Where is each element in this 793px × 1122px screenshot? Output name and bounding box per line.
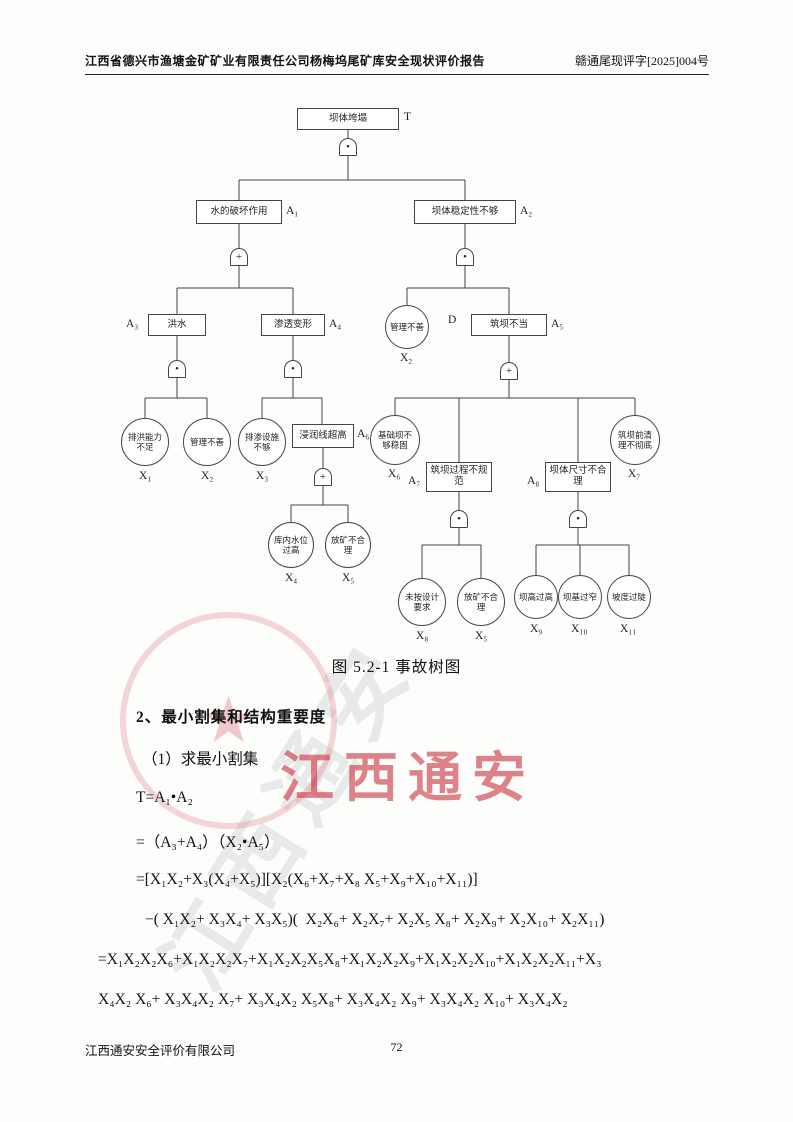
- tag-x10: X₁₀: [571, 623, 588, 635]
- section-heading: 2、最小割集和结构重要度: [136, 709, 327, 726]
- tag-x1: X₁: [139, 470, 152, 482]
- sub-heading: （1）求最小割集: [142, 751, 259, 768]
- tag-condition-d: D: [448, 314, 457, 326]
- node-ore-discharge-unreasonable-2: 放矿不合理: [457, 578, 505, 626]
- header-report-title: 江西省德兴市渔塘金矿矿业有限责任公司杨梅坞尾矿库安全现状评价报告: [85, 54, 486, 68]
- tag-a1: A₁: [286, 205, 299, 217]
- and-gate-icon: •: [450, 510, 468, 528]
- node-water-damage: 水的破坏作用: [196, 200, 282, 224]
- tag-x5-a: X₅: [342, 572, 355, 584]
- node-foundation-unstable: 基础坝不够稳固: [370, 415, 420, 465]
- node-poor-management-d: 管理不善: [385, 305, 429, 349]
- tag-x11: X₁₁: [620, 623, 637, 635]
- tag-a3: A₃: [126, 318, 139, 330]
- node-dam-collapse: 坝体垮塌: [297, 108, 399, 130]
- page-header: 江西省德兴市渔塘金矿矿业有限责任公司杨梅坞尾矿库安全现状评价报告 赣通尾现评字[…: [85, 52, 709, 75]
- and-gate-icon: •: [284, 360, 302, 378]
- or-gate-icon: +: [230, 248, 248, 266]
- tag-a5: A₅: [551, 318, 564, 330]
- node-design-requirements: 未按设计要求: [398, 578, 446, 626]
- and-gate-icon: •: [339, 138, 357, 156]
- node-poor-management: 管理不善: [183, 418, 231, 466]
- tag-a2: A₂: [520, 205, 533, 217]
- tag-x8: X₈: [416, 630, 429, 642]
- tag-a6: A₆: [357, 428, 370, 440]
- node-seepage-facility: 排渗设施不够: [238, 418, 286, 466]
- tag-x5-b: X₅: [475, 630, 488, 642]
- formula-line-3: =[X₁X₂+X₃(X₄+X₅)][X₂(X₆+X₇+X₈ X₅+X₉+X₁₀+…: [136, 871, 478, 888]
- formula-line-6: X₄X₂ X₆+ X₃X₄X₂ X₇+ X₃X₄X₂ X₅X₈+ X₃X₄X₂ …: [98, 991, 568, 1008]
- node-drainage-capacity: 排洪能力不足: [121, 418, 169, 466]
- or-gate-icon: +: [314, 468, 332, 486]
- node-reservoir-level-high: 库内水位过高: [268, 522, 314, 568]
- tag-x2-a: X₂: [400, 352, 413, 364]
- or-gate-icon: +: [500, 362, 518, 380]
- node-dam-base-narrow: 坝基过窄: [558, 575, 602, 619]
- formula-line-1: T=A₁•A₂: [136, 789, 193, 806]
- tag-x3: X₃: [256, 470, 269, 482]
- tag-top-event: T: [404, 111, 412, 123]
- tag-x6: X₆: [388, 468, 401, 480]
- node-improper-dam-building: 筑坝不当: [471, 314, 547, 336]
- node-dam-process-nonstandard: 筑坝过程不规范: [426, 462, 492, 492]
- figure-caption: 图 5.2-1 事故树图: [331, 659, 462, 676]
- node-stability-insufficient: 坝体稳定性不够: [414, 200, 516, 224]
- and-gate-icon: •: [456, 248, 474, 266]
- node-ore-discharge-unreasonable: 放矿不合理: [325, 522, 371, 568]
- tag-x7: X₇: [628, 468, 641, 480]
- node-slope-too-steep: 坡度过陡: [607, 575, 651, 619]
- formula-line-4: −( X₁X₂+ X₃X₄+ X₃X₅)( X₂X₆+ X₂X₇+ X₂X₅ X…: [145, 911, 605, 928]
- and-gate-icon: •: [569, 510, 587, 528]
- node-phreatic-line-high: 浸润线超高: [292, 424, 354, 448]
- tag-x2-b: X₂: [201, 470, 214, 482]
- formula-line-2: =（A₃+A₄）（X₂•A₅）: [136, 834, 280, 851]
- node-dam-too-high: 坝高过高: [514, 575, 558, 619]
- tag-a8: A₈: [527, 475, 540, 487]
- tag-a4: A₄: [329, 318, 342, 330]
- node-pre-dam-clearing: 筑坝前清理不彻底: [610, 415, 660, 465]
- formula-line-5: =X₁X₂X₂X₆+X₁X₂X₂X₇+X₁X₂X₂X₅X₈+X₁X₂X₂X₉+X…: [98, 951, 602, 968]
- tag-a7: A₇: [408, 475, 421, 487]
- node-seepage-deformation: 渗透变形: [261, 314, 325, 336]
- node-flood: 洪水: [148, 314, 206, 336]
- tag-x4: X₄: [285, 572, 298, 584]
- and-gate-icon: •: [168, 360, 186, 378]
- footer-company: 江西通安安全评价有限公司: [85, 1044, 236, 1058]
- tag-x9: X₉: [530, 623, 543, 635]
- page-number: 72: [390, 1040, 403, 1054]
- node-dam-size-unreasonable: 坝体尺寸不合理: [545, 462, 611, 492]
- header-doc-number: 赣通尾现评字[2025]004号: [575, 54, 709, 68]
